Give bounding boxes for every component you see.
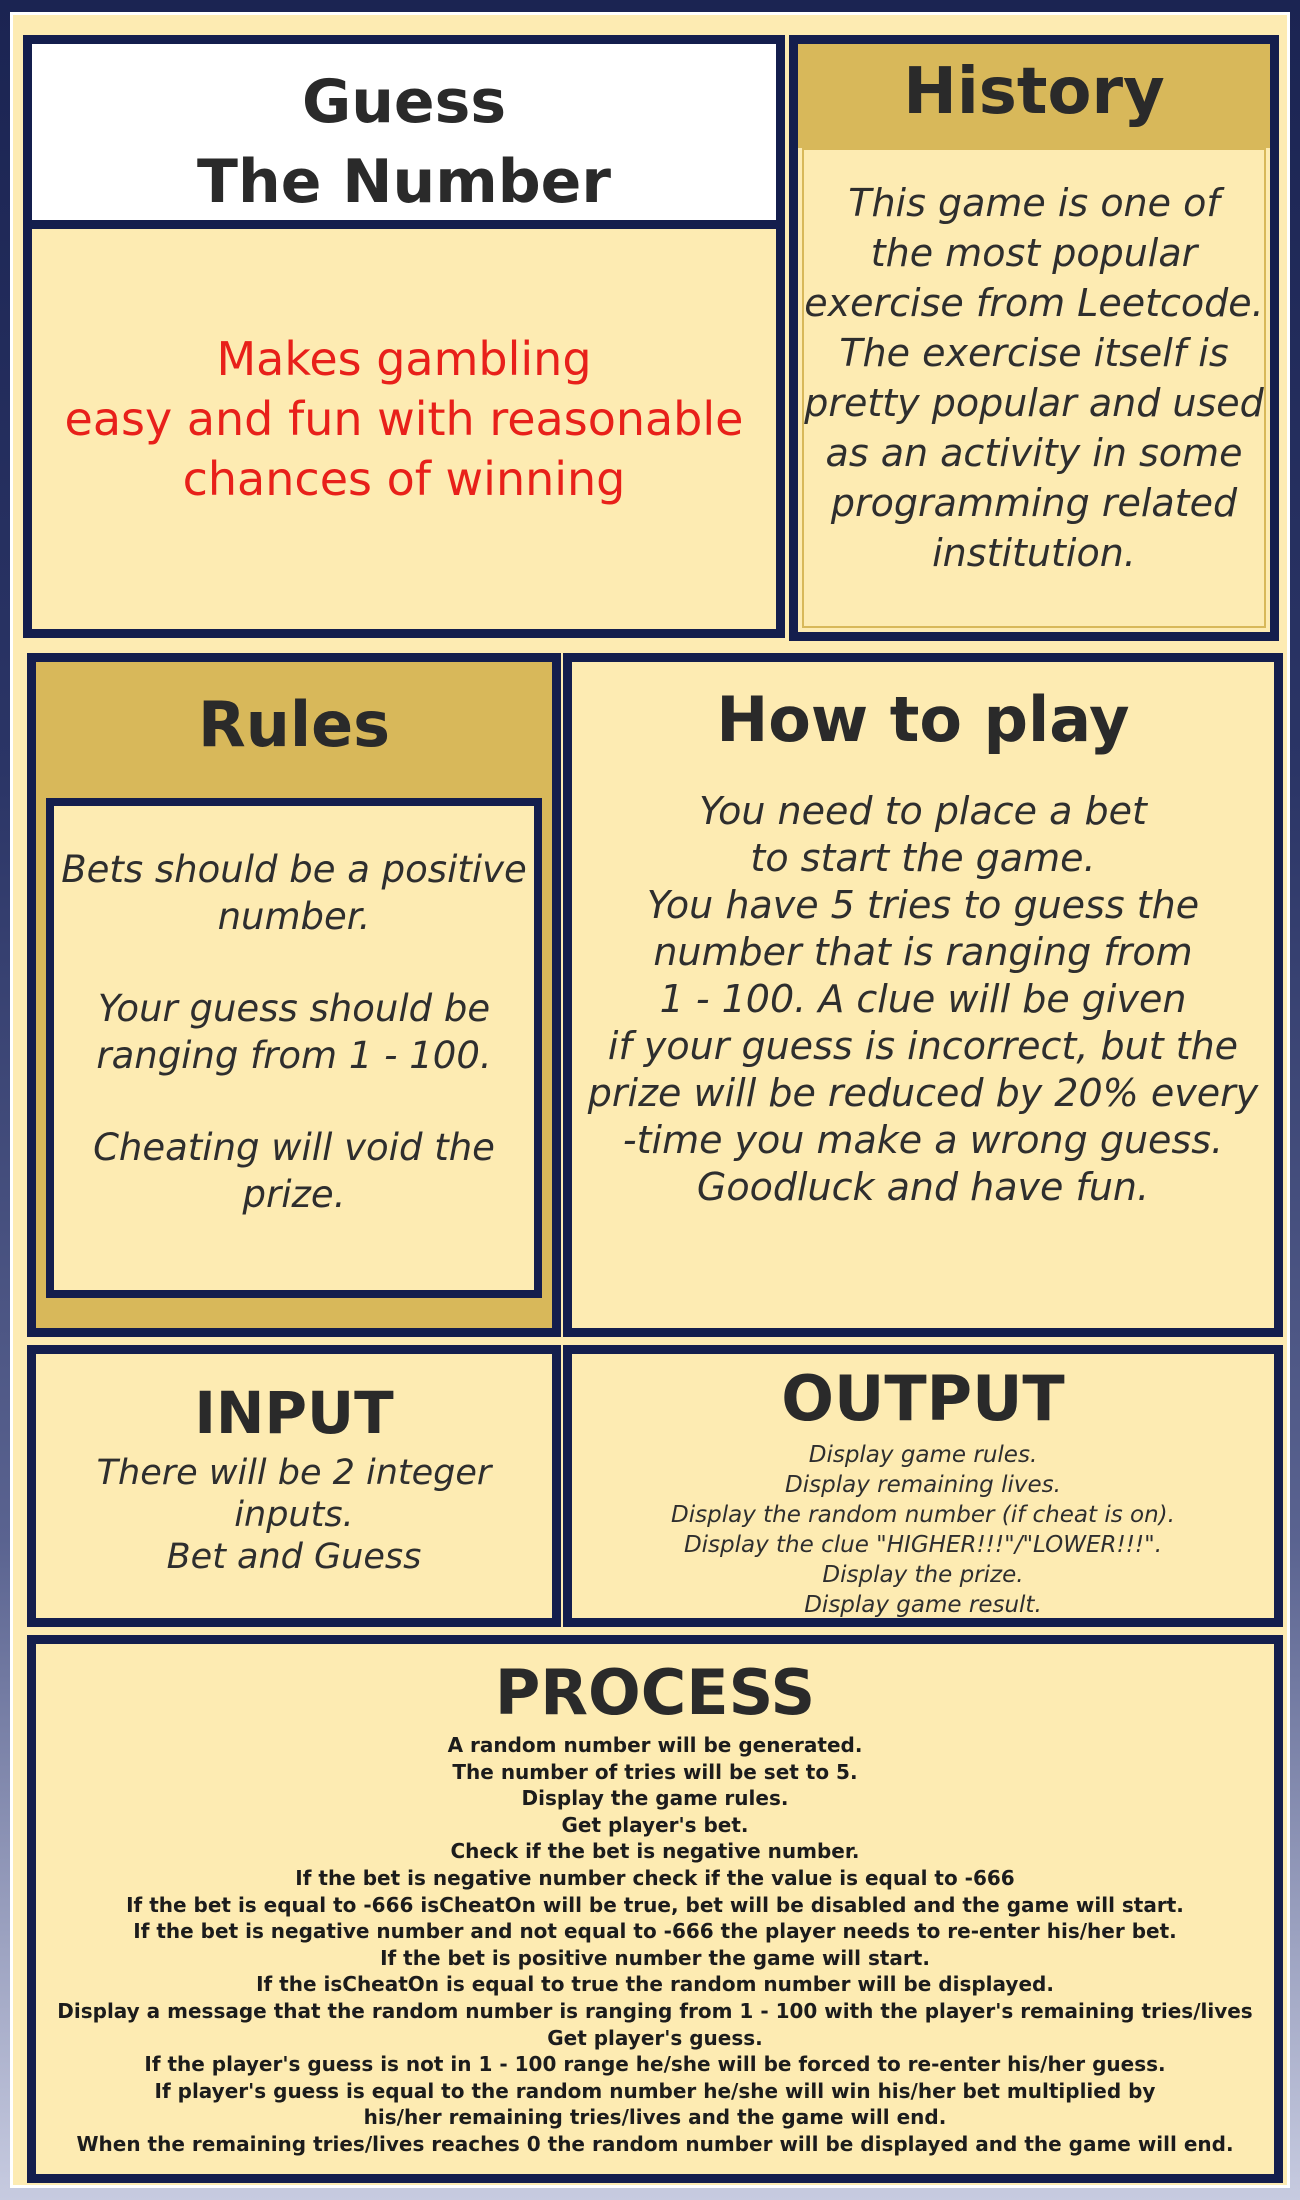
history-line: The exercise itself is <box>839 331 1229 375</box>
process-list: A random number will be generated. The n… <box>36 1728 1274 2158</box>
process-step: If player's guess is equal to the random… <box>154 2078 1156 2103</box>
output-line: Display the prize. <box>822 1562 1024 1588</box>
poster: Guess The Number Makes gambling easy and… <box>10 12 1290 2188</box>
output-line: Display the clue "HIGHER!!!"/"LOWER!!!". <box>683 1532 1163 1558</box>
process-step: If the bet is negative number check if t… <box>295 1865 1015 1890</box>
how-line: Goodluck and have fun. <box>696 1165 1150 1209</box>
output-line: Display the random number (if cheat is o… <box>671 1502 1175 1528</box>
rule-line: Cheating will void the <box>93 1126 495 1169</box>
output-text: Display game rules. Display remaining li… <box>572 1434 1274 1620</box>
history-line: exercise from Leetcode. <box>804 281 1264 325</box>
rule-line: ranging from 1 - 100. <box>96 1034 492 1077</box>
process-step: If the bet is negative number and not eq… <box>133 1919 1177 1944</box>
rule-spacer <box>54 1079 534 1124</box>
process-step: Display a message that the random number… <box>57 1998 1253 2023</box>
tagline-line: Makes gambling <box>216 332 592 386</box>
how-to-play-panel: How to play You need to place a bet to s… <box>563 653 1283 1337</box>
how-to-play-heading: How to play <box>716 683 1130 756</box>
process-step: If the player's guess is not in 1 - 100 … <box>144 2052 1166 2077</box>
how-line: 1 - 100. A clue will be given <box>659 977 1187 1021</box>
how-line: You have 5 tries to guess the <box>646 883 1200 927</box>
history-panel: History This game is one of the most pop… <box>789 35 1279 641</box>
process-panel: PROCESS A random number will be generate… <box>27 1635 1283 2183</box>
history-body: This game is one of the most popular exe… <box>802 148 1266 628</box>
input-line: inputs. <box>234 1495 354 1535</box>
rule-spacer <box>54 940 534 985</box>
output-line: Display game rules. <box>808 1442 1038 1468</box>
process-step: Get player's bet. <box>561 1812 749 1837</box>
input-heading: INPUT <box>194 1379 394 1447</box>
input-line: There will be 2 integer <box>96 1453 492 1493</box>
process-step: A random number will be generated. <box>447 1733 863 1757</box>
output-panel: OUTPUT Display game rules. Display remai… <box>563 1345 1283 1627</box>
output-line: Display remaining lives. <box>785 1472 1061 1498</box>
history-line: the most popular <box>870 231 1198 275</box>
rule-line: prize. <box>242 1173 346 1216</box>
process-step: The number of tries will be set to 5. <box>452 1759 858 1784</box>
process-step: Get player's guess. <box>547 2025 763 2050</box>
rules-panel: Rules Bets should be a positive number. … <box>27 653 561 1337</box>
how-line: to start the game. <box>750 836 1096 880</box>
tagline-line: chances of winning <box>182 452 626 506</box>
title-line-1: Guess <box>301 67 507 137</box>
history-header: History <box>798 44 1270 148</box>
rules-heading: Rules <box>197 688 391 761</box>
process-step: When the remaining tries/lives reaches 0… <box>76 2131 1234 2156</box>
rules-text: Bets should be a positive number. Your g… <box>54 806 534 1218</box>
history-line: institution. <box>932 531 1136 575</box>
process-step: Display the game rules. <box>521 1786 789 1811</box>
how-line: prize will be reduced by 20% every <box>587 1071 1259 1115</box>
process-step: If the bet is positive number the game w… <box>380 1945 930 1970</box>
history-line: pretty popular and used <box>804 381 1264 425</box>
how-line: -time you make a wrong guess. <box>622 1118 1224 1162</box>
rules-body: Bets should be a positive number. Your g… <box>46 798 542 1298</box>
how-to-play-text: You need to place a bet to start the gam… <box>572 760 1274 1211</box>
process-step: If the isCheatOn is equal to true the ra… <box>256 1972 1054 1997</box>
title-line-2: The Number <box>197 147 611 217</box>
input-line: Bet and Guess <box>166 1537 422 1577</box>
page-title: Guess The Number <box>32 44 776 222</box>
history-text: This game is one of the most popular exe… <box>804 150 1264 578</box>
rule-line: number. <box>217 895 371 938</box>
output-heading: OUTPUT <box>781 1362 1065 1435</box>
history-line: This game is one of <box>848 181 1220 225</box>
input-text: There will be 2 integer inputs. Bet and … <box>36 1448 552 1578</box>
history-line: programming related <box>830 481 1238 525</box>
how-line: You need to place a bet <box>699 789 1147 833</box>
history-heading: History <box>903 55 1165 129</box>
rule-line: Bets should be a positive <box>61 848 527 891</box>
how-line: if your guess is incorrect, but the <box>607 1024 1239 1068</box>
output-line: Display game result. <box>804 1592 1042 1618</box>
tagline-panel: Makes gambling easy and fun with reasona… <box>23 220 785 638</box>
process-step: Check if the bet is negative number. <box>450 1839 860 1864</box>
how-line: number that is ranging from <box>653 930 1193 974</box>
input-panel: INPUT There will be 2 integer inputs. Be… <box>27 1345 561 1627</box>
tagline-line: easy and fun with reasonable <box>64 392 744 446</box>
title-panel: Guess The Number <box>23 35 785 235</box>
process-step: If the bet is equal to -666 isCheatOn wi… <box>126 1892 1184 1917</box>
history-line: as an activity in some <box>825 431 1243 475</box>
rule-line: Your guess should be <box>97 987 491 1030</box>
tagline: Makes gambling easy and fun with reasona… <box>32 329 776 509</box>
process-heading: PROCESS <box>494 1656 816 1729</box>
process-step: his/her remaining tries/lives and the ga… <box>363 2105 947 2130</box>
